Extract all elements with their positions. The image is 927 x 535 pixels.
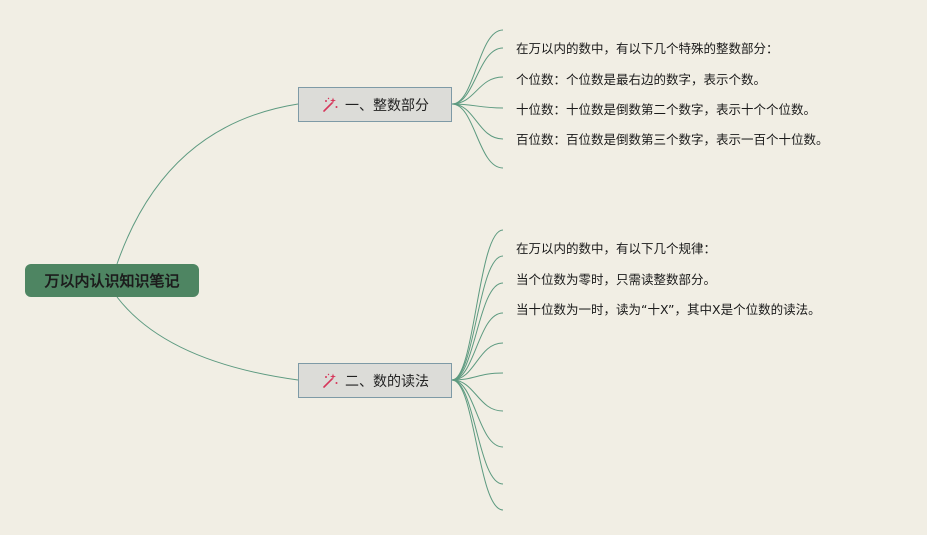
leaf-item[interactable]: 个位数：个位数是最右边的数字，表示个数。 bbox=[516, 72, 767, 87]
branch-2-connector-4 bbox=[451, 342, 504, 381]
branch-node-label: 一、整数部分 bbox=[345, 97, 429, 114]
branch-node-integer-part[interactable]: 一、整数部分 bbox=[298, 87, 452, 122]
branch-2-connector-3 bbox=[451, 312, 504, 381]
branch-2-connector-7 bbox=[451, 379, 504, 448]
magic-wand-sparkle-icon bbox=[323, 373, 338, 388]
root-node[interactable]: 万以内认识知识笔记 bbox=[25, 264, 199, 297]
branch-2-connector-6 bbox=[451, 379, 504, 412]
branch-2-connector-5 bbox=[451, 372, 504, 381]
branch-2-connector-9 bbox=[451, 379, 504, 511]
magic-wand-sparkle-icon bbox=[323, 97, 338, 112]
leaf-item[interactable]: 在万以内的数中，有以下几个规律： bbox=[516, 241, 717, 256]
branch-1-connector-5 bbox=[451, 103, 504, 169]
branch-node-label: 二、数的读法 bbox=[345, 373, 429, 390]
root-node-label: 万以内认识知识笔记 bbox=[44, 272, 180, 290]
branch-2-connector-2 bbox=[451, 282, 504, 381]
branch-1-connector-0 bbox=[451, 29, 504, 105]
branch-node-number-reading[interactable]: 二、数的读法 bbox=[298, 363, 452, 398]
root-to-branch-1-line bbox=[116, 103, 299, 265]
leaf-item[interactable]: 十位数：十位数是倒数第二个数字，表示十个个位数。 bbox=[516, 102, 817, 117]
leaf-item[interactable]: 百位数：百位数是倒数第三个数字，表示一百个十位数。 bbox=[516, 132, 829, 147]
branch-1-connector-2 bbox=[451, 76, 504, 105]
branch-2-connector-1 bbox=[451, 255, 504, 381]
leaf-item[interactable]: 当个位数为零时，只需读整数部分。 bbox=[516, 272, 717, 287]
root-to-branch-2-line bbox=[116, 296, 299, 381]
branch-1-connector-3 bbox=[451, 103, 504, 109]
branch-1-connector-1 bbox=[451, 47, 504, 105]
branch-1-connector-4 bbox=[451, 103, 504, 140]
leaf-item[interactable]: 在万以内的数中，有以下几个特殊的整数部分： bbox=[516, 41, 779, 56]
leaf-item[interactable]: 当十位数为一时，读为“十X”，其中X是个位数的读法。 bbox=[516, 302, 821, 317]
branch-2-connector-0 bbox=[451, 229, 504, 381]
